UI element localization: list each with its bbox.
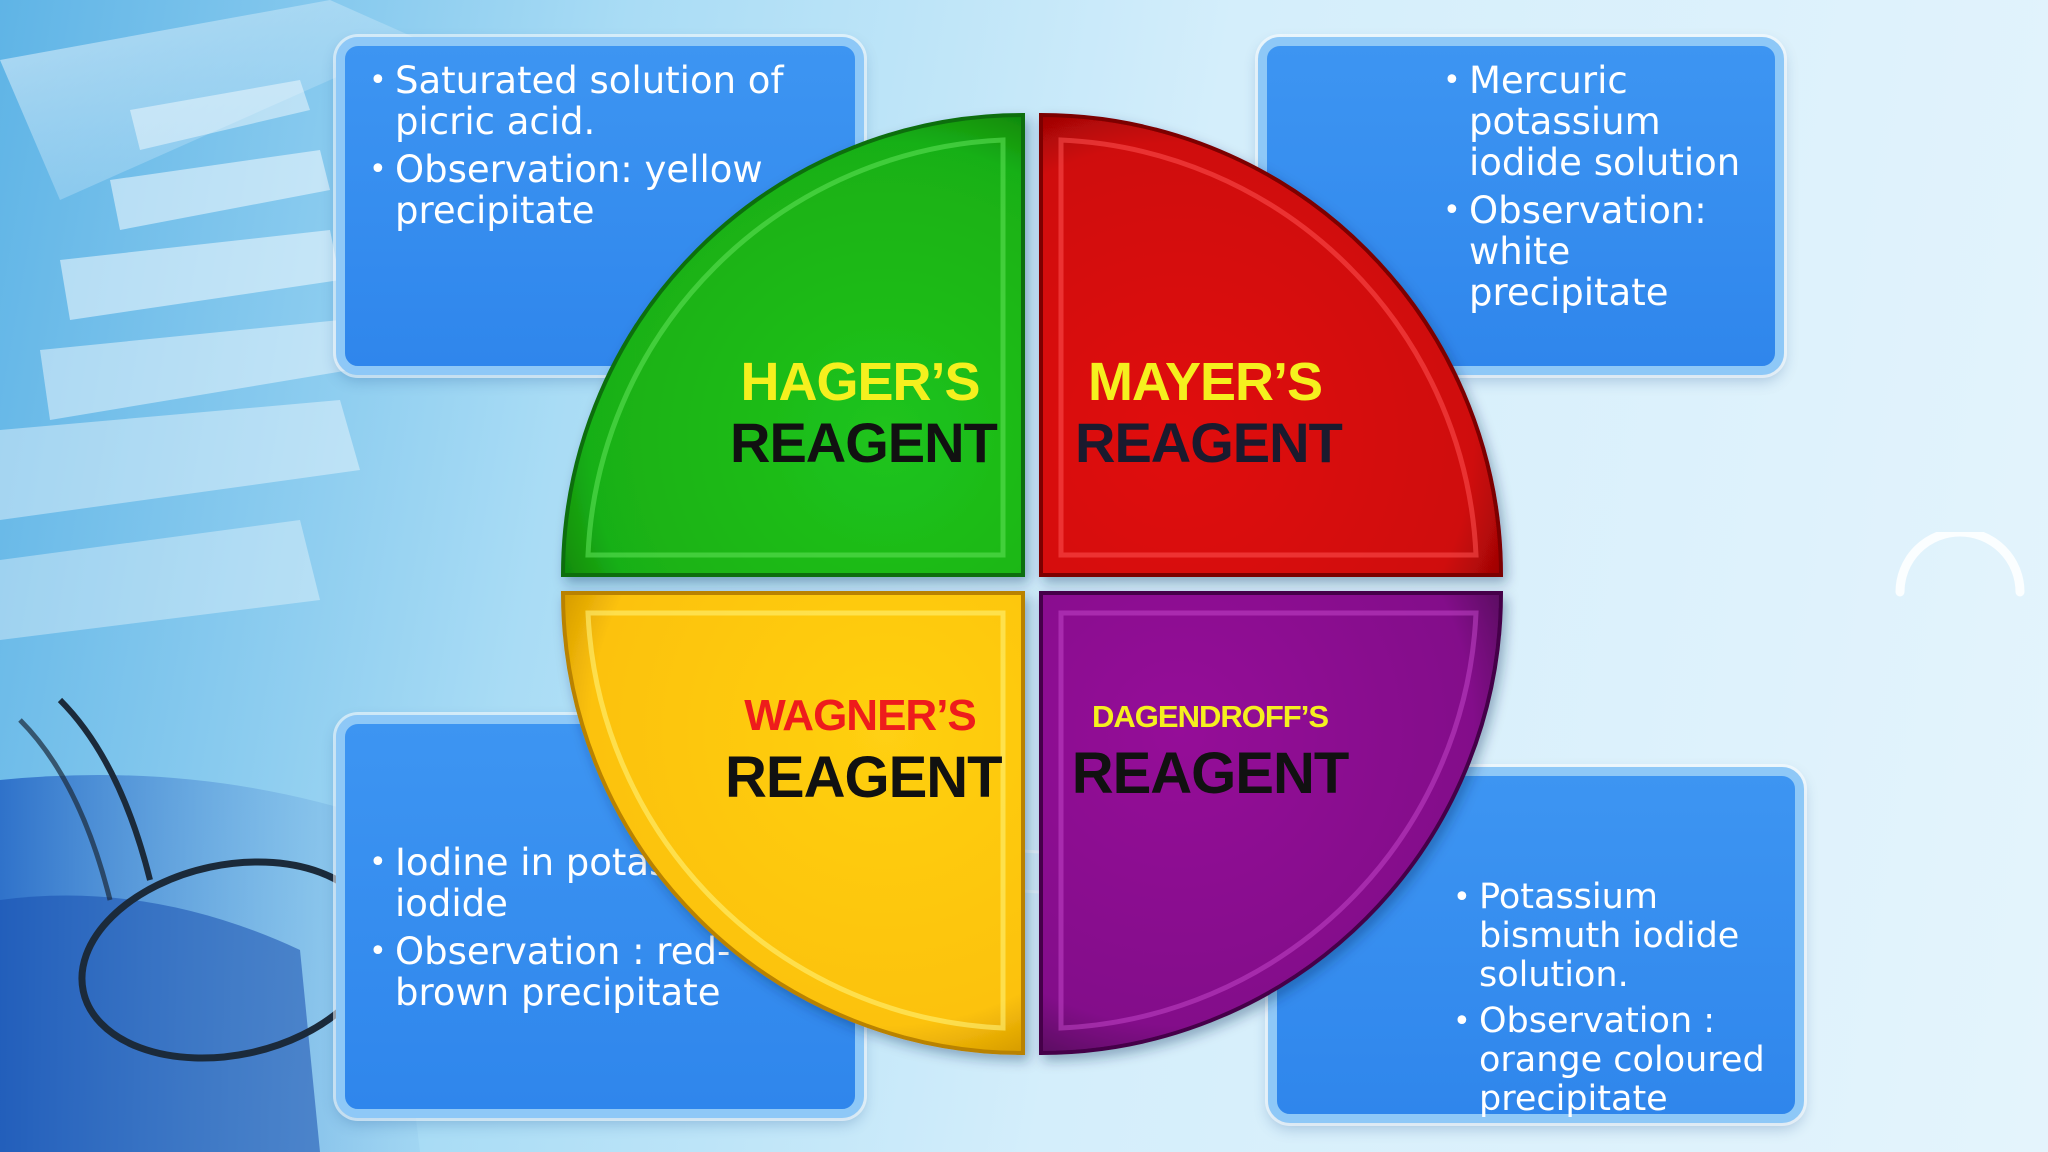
mayer-bullet-observation: Observation: white precipitate <box>1443 190 1763 313</box>
mayer-bullet-description: Mercuric potassium iodide solution <box>1443 60 1763 183</box>
mayer-reagent-word: REAGENT <box>1075 411 1343 474</box>
hager-reagent-word: REAGENT <box>730 411 998 474</box>
hager-bullet-description: Saturated solution of picric acid. <box>369 60 843 142</box>
dagendroff-label: DAGENDROFF’S REAGENT <box>1065 697 1355 811</box>
hager-info-box: Saturated solution of picric acid. Obser… <box>336 37 864 375</box>
dagendroff-bullet-observation: Observation : orange coloured precipitat… <box>1453 1002 1783 1119</box>
dagendroff-bullet-description: Potassium bismuth iodide solution. <box>1453 878 1783 995</box>
mayer-info-box: Mercuric potassium iodide solution Obser… <box>1258 37 1784 375</box>
wagner-bullet-description: Iodine in potassium iodide <box>369 842 843 924</box>
mayer-bullet-list: Mercuric potassium iodide solution Obser… <box>1443 60 1763 313</box>
wagner-name: WAGNER’S <box>744 691 977 740</box>
wagner-bullet-list: Iodine in potassium iodide Observation :… <box>369 842 843 1013</box>
wagner-label: WAGNER’S REAGENT <box>725 690 1003 814</box>
hager-bullet-observation: Observation: yellow precipitate <box>369 149 843 231</box>
dagendroff-reagent-word: REAGENT <box>1071 741 1350 806</box>
dagendroff-bullet-list: Potassium bismuth iodide solution. Obser… <box>1453 878 1783 1119</box>
mayer-name: MAYER’S <box>1087 352 1323 412</box>
wagner-reagent-word: REAGENT <box>725 745 1003 810</box>
hager-name: HAGER’S <box>740 352 980 412</box>
dagendroff-info-box: Potassium bismuth iodide solution. Obser… <box>1268 767 1804 1123</box>
hager-label: HAGER’S REAGENT <box>730 352 998 474</box>
next-slide-arc-icon[interactable] <box>1890 532 2030 602</box>
wagner-bullet-observation: Observation : red-brown precipitate <box>369 931 843 1013</box>
mayer-label: MAYER’S REAGENT <box>1075 352 1343 474</box>
dagendroff-name: DAGENDROFF’S <box>1092 699 1329 734</box>
hager-bullet-list: Saturated solution of picric acid. Obser… <box>369 60 843 231</box>
